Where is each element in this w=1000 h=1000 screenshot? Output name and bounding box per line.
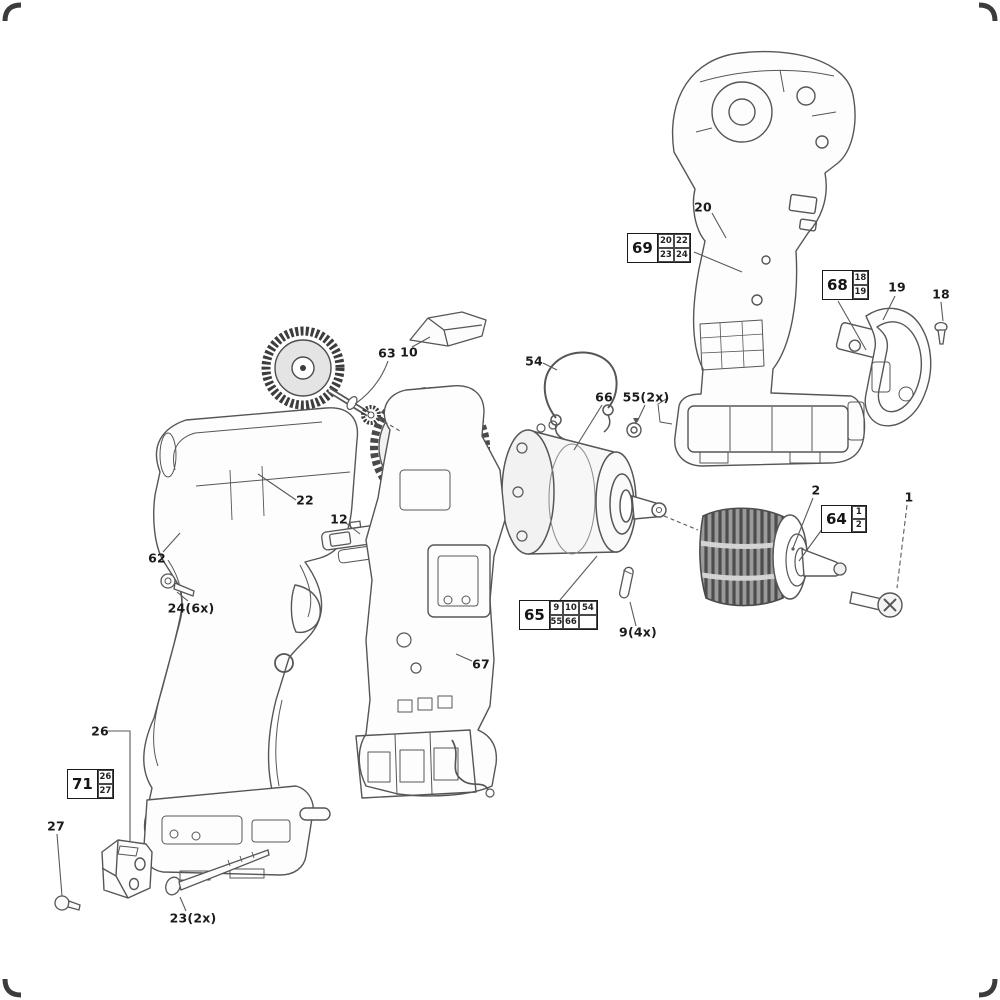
callout-68-cell: 19 xyxy=(852,285,868,299)
callout-68-number: 68 xyxy=(823,271,853,299)
chuck-drawing xyxy=(699,507,847,607)
callout-69-cell: 20 xyxy=(657,234,674,248)
washer-55-drawing xyxy=(626,422,642,438)
callout-71-cell: 27 xyxy=(97,784,113,798)
belt-hook-drawing xyxy=(835,307,932,427)
screw-1-drawing xyxy=(849,591,903,618)
callout-65-number: 65 xyxy=(520,601,550,629)
part-label-26: 26 xyxy=(91,723,109,739)
callout-65-cell: 55 xyxy=(549,615,563,629)
part-label-12: 12 xyxy=(330,511,348,527)
callout-box-65: 65 9 10 54 55 66 xyxy=(519,600,598,630)
chassis-drawing xyxy=(355,385,506,799)
screw-18-drawing xyxy=(934,321,948,345)
screw-24-drawing xyxy=(160,573,195,597)
gearbox-drawing xyxy=(501,420,667,555)
screw-27-drawing xyxy=(54,895,81,911)
callout-64-cell: 1 xyxy=(851,506,866,519)
callout-box-64: 64 1 2 xyxy=(821,505,867,533)
callout-65-cell: 10 xyxy=(562,601,579,615)
callout-69-cell: 24 xyxy=(673,248,690,262)
belt-clip-26-drawing xyxy=(101,839,153,899)
part-label-62: 62 xyxy=(148,550,166,566)
clip-10-drawing xyxy=(409,311,487,347)
part-label-2: 2 xyxy=(811,482,821,498)
part-label-55: 55(2x) xyxy=(622,389,670,405)
callout-69-cell: 23 xyxy=(657,248,674,262)
part-label-27: 27 xyxy=(47,818,65,834)
callout-71-number: 71 xyxy=(68,770,98,798)
callout-box-71: 71 26 27 xyxy=(67,769,114,799)
part-label-9: 9(4x) xyxy=(619,624,657,640)
rear-housing-drawing xyxy=(657,50,866,467)
part-label-22: 22 xyxy=(296,492,314,508)
leader-lines xyxy=(56,212,944,912)
callout-68-cell: 18 xyxy=(852,271,868,285)
part-label-63: 63 xyxy=(378,345,396,361)
callout-65-cell: 66 xyxy=(562,615,579,629)
callout-65-cell xyxy=(578,615,597,629)
part-label-1: 1 xyxy=(904,489,914,505)
part-label-24: 24(6x) xyxy=(167,600,215,616)
callout-64-cell: 2 xyxy=(851,519,866,532)
pin-9-drawing xyxy=(618,566,634,599)
callout-65-cell: 9 xyxy=(549,601,563,615)
callout-box-68: 68 18 19 xyxy=(822,270,869,300)
part-label-54: 54 xyxy=(525,353,543,369)
part-label-20: 20 xyxy=(694,199,712,215)
callout-65-cell: 54 xyxy=(578,601,597,615)
part-label-10: 10 xyxy=(400,344,418,360)
front-housing-drawing xyxy=(143,407,359,881)
callout-64-number: 64 xyxy=(822,506,852,532)
part-label-23: 23(2x) xyxy=(169,910,217,926)
part-label-19: 19 xyxy=(888,279,906,295)
armature-fan-drawing xyxy=(261,326,381,425)
spring-54-drawing xyxy=(543,351,618,440)
callout-69-cell: 22 xyxy=(673,234,690,248)
part-label-67: 67 xyxy=(472,656,490,672)
callout-box-69: 69 20 22 23 24 xyxy=(627,233,691,263)
part-label-66: 66 xyxy=(595,389,613,405)
screw-23-drawing xyxy=(165,849,270,896)
part-label-18: 18 xyxy=(932,286,950,302)
callout-71-cell: 26 xyxy=(97,770,113,784)
callout-69-number: 69 xyxy=(628,234,658,262)
